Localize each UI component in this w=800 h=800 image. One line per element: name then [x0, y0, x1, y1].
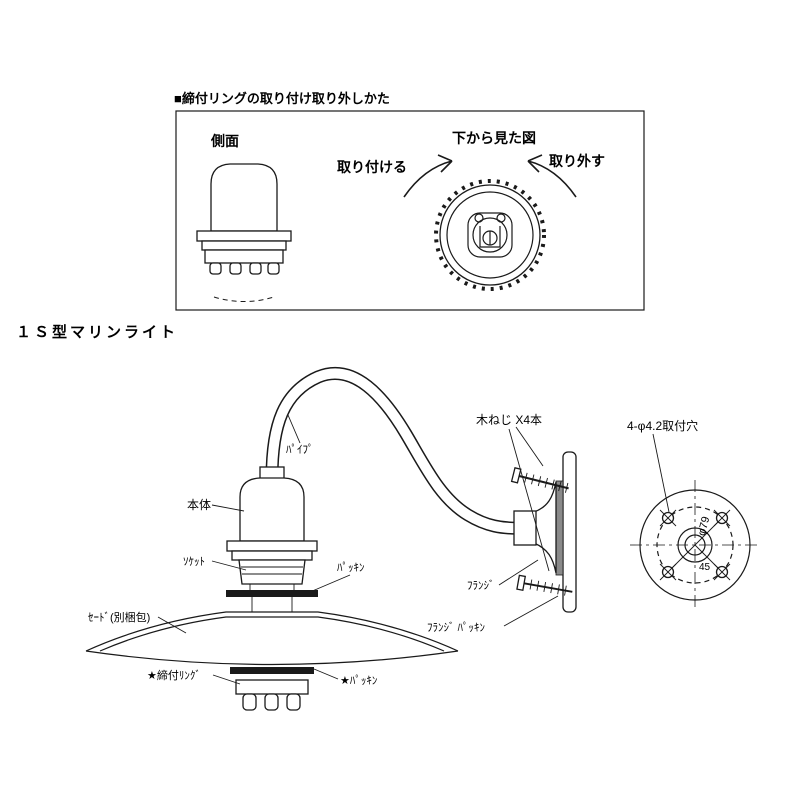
body-flange-band2 [231, 550, 313, 561]
socket-center-circle [472, 217, 508, 253]
plate-outer-circle [639, 489, 751, 601]
label-packing-lower: ★ﾊﾟｯｷﾝ [340, 674, 377, 687]
clamp-ring-teeth-side [209, 262, 280, 275]
flange-bell [533, 481, 557, 574]
wood-screw-bottom [516, 574, 573, 596]
label-mounting-holes: 4-φ4.2取付穴 [627, 418, 698, 433]
lamp-body [226, 466, 318, 612]
detach-arrow [527, 154, 577, 198]
mounting-hole-bottom-right [713, 563, 731, 581]
label-clamp-ring: ★締付ﾘﾝｸﾞ [147, 668, 201, 682]
label-flange: ﾌﾗﾝｼﾞ [467, 579, 495, 592]
lamp-diagram: φ79 45 ﾊﾟｲﾌﾟ 本体 ｿｹｯﾄ ﾊﾟｯｷﾝ 木ねじ X4本 4-φ4.… [85, 366, 760, 711]
gooseneck-pipe [265, 366, 525, 535]
packing-ring-upper [226, 590, 318, 597]
socket-flange-band1-side [196, 230, 292, 242]
clamp-ring-drawing [235, 679, 309, 711]
bottom-view-drawing: 下から見た図 取り付ける 取り外す [337, 130, 605, 291]
ring-inner-circle [446, 191, 534, 279]
dim-45: 45 [699, 562, 711, 573]
socket-base-square [467, 212, 513, 258]
mounting-hole-top-left [659, 509, 677, 527]
socket-shell [238, 559, 306, 585]
center-hole-inner [684, 534, 706, 556]
body-dome [239, 477, 305, 542]
detach-label: 取り外す [549, 153, 605, 169]
instruction-box: ■締付リングの取り付け取り外しかた 側面 下から見た図 取り付ける 取り外す [174, 91, 645, 311]
label-flange-packing: ﾌﾗﾝｼﾞ ﾊﾟｯｷﾝ [427, 621, 485, 634]
bottom-view-label: 下から見た図 [452, 130, 536, 146]
center-hole-outer [677, 527, 713, 563]
product-heading: １Ｓ型マリンライト [16, 323, 178, 341]
attach-arrow [403, 154, 453, 198]
socket-dome-side [210, 163, 278, 232]
label-socket: ｿｹｯﾄ [183, 555, 205, 568]
flange-collar [513, 510, 537, 546]
instruction-box-title: ■締付リングの取り付け取り外しかた [174, 91, 390, 106]
label-body: 本体 [187, 498, 211, 512]
shade-drawing [85, 611, 459, 666]
mounting-hole-top-right [713, 509, 731, 527]
attach-label: 取り付ける [337, 159, 407, 175]
terminal-screw-left [474, 213, 484, 223]
instruction-box-border [175, 110, 645, 311]
label-shade: ｾｰﾄﾞ(別梱包) [88, 610, 150, 624]
body-flange-band1 [226, 540, 318, 552]
pipe-collar [259, 466, 285, 480]
side-view-drawing: 側面 [196, 133, 292, 302]
mounting-hole-view: φ79 45 [630, 480, 760, 610]
dim-phi79: φ79 [696, 515, 713, 537]
mounting-hole-bottom-left [659, 563, 677, 581]
socket-flange-band2-side [201, 240, 287, 251]
hidden-shade-edge-dashed [213, 296, 275, 302]
knurled-edge-ring [434, 179, 546, 291]
label-pipe: ﾊﾟｲﾌﾟ [286, 443, 314, 456]
label-wood-screws: 木ねじ X4本 [476, 413, 542, 427]
wood-screw-top [510, 467, 569, 493]
label-packing-upper: ﾊﾟｯｷﾝ [337, 561, 365, 574]
center-bracket [479, 226, 501, 248]
terminal-screw-right [496, 213, 506, 223]
wall-mounting-plate [562, 451, 577, 613]
clamp-ring-band-side [204, 249, 284, 264]
packing-ring-lower [230, 667, 314, 674]
leader-lines [157, 414, 670, 685]
bolt-circle [656, 506, 734, 584]
side-view-label: 側面 [210, 133, 239, 149]
flange-packing-gasket [555, 480, 564, 576]
